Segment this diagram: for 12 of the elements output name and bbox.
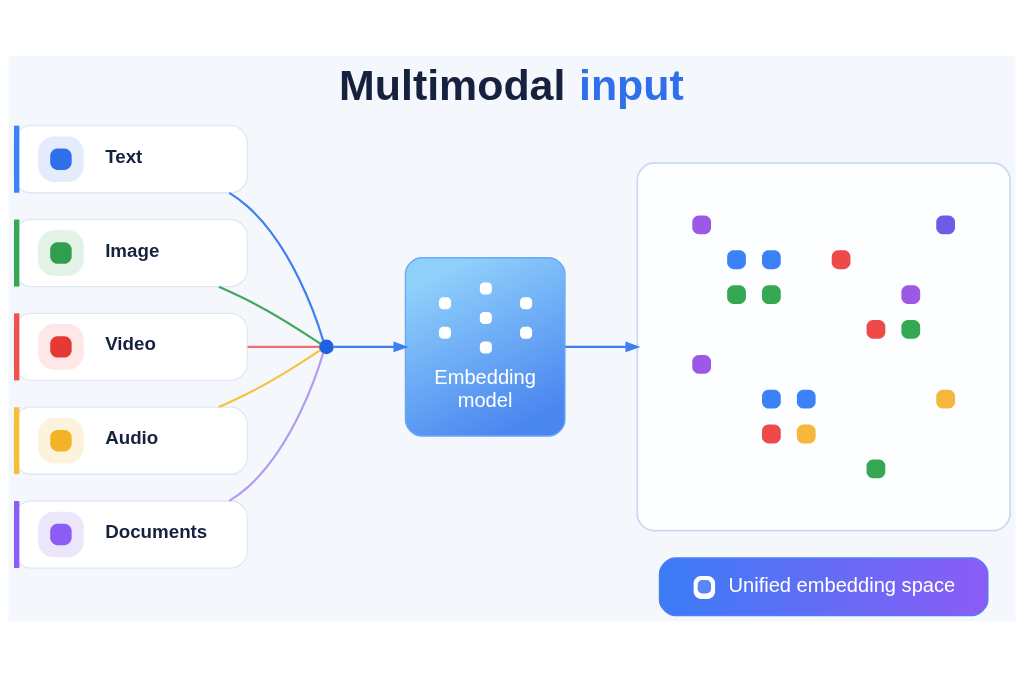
connector (218, 285, 321, 345)
node-box: Embedding model (404, 256, 566, 437)
connector (247, 345, 320, 348)
diagram-title: Multimodal input (339, 60, 684, 109)
connector (218, 348, 321, 408)
node-picture (636, 161, 1011, 531)
connector (228, 191, 325, 341)
node-circle (318, 339, 334, 354)
connector (228, 352, 325, 502)
node-box: Unified embedding space (658, 556, 989, 616)
arrow (565, 341, 641, 352)
arrow (333, 341, 409, 352)
